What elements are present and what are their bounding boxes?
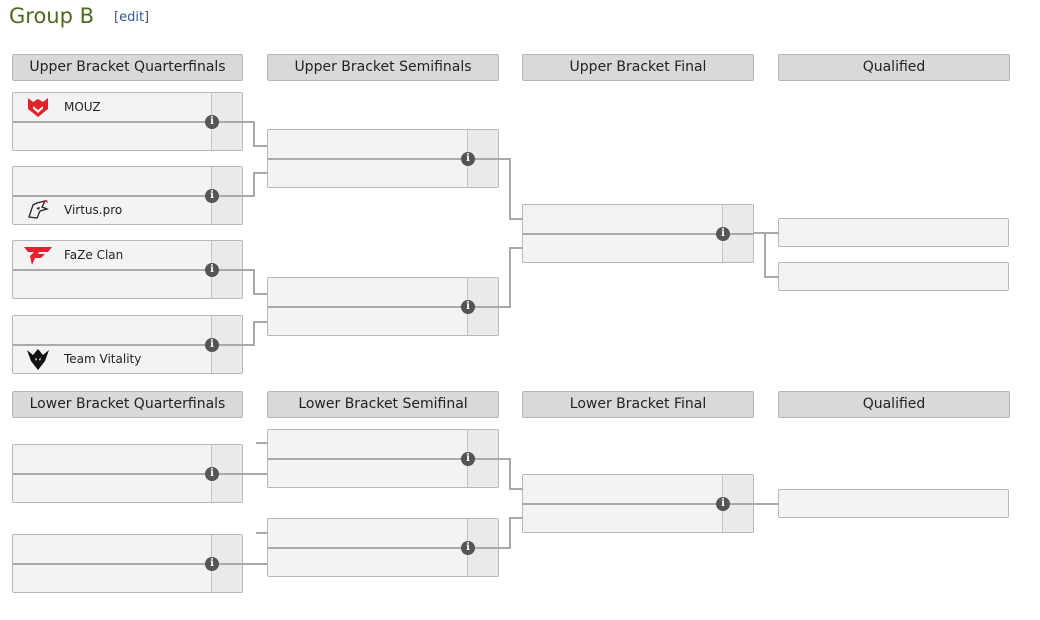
lower-qualified-slot: [778, 489, 1009, 518]
connector-line: [498, 306, 510, 308]
match-divider: [523, 233, 753, 235]
info-icon[interactable]: i: [716, 227, 730, 241]
header-upper-final: Upper Bracket Final: [522, 54, 754, 81]
connector-line: [253, 121, 255, 146]
connector-line: [498, 458, 510, 460]
match-divider: [268, 458, 498, 460]
upper-sf-match-2[interactable]: i: [267, 277, 499, 336]
info-icon[interactable]: i: [716, 497, 730, 511]
info-icon[interactable]: i: [461, 300, 475, 314]
header-upper-semifinals: Upper Bracket Semifinals: [267, 54, 499, 81]
connector-line: [753, 232, 779, 234]
faze-clan-logo: [23, 244, 53, 266]
lower-sf-match-2[interactable]: i: [267, 518, 499, 577]
connector-line: [498, 547, 510, 549]
match-divider: [268, 158, 498, 160]
info-icon[interactable]: i: [205, 115, 219, 129]
connector-line: [509, 488, 523, 490]
team-name: FaZe Clan: [64, 248, 124, 262]
team-slot[interactable]: Virtus.pro: [23, 198, 208, 222]
virtus-pro-logo: [23, 199, 53, 221]
team-name: MOUZ: [64, 100, 101, 114]
header-lower-semifinal: Lower Bracket Semifinal: [267, 391, 499, 418]
info-icon[interactable]: i: [205, 263, 219, 277]
info-icon[interactable]: i: [205, 467, 219, 481]
upper-final-match[interactable]: i: [522, 204, 754, 263]
match-divider: [13, 344, 242, 346]
connector-line: [253, 321, 268, 323]
match-divider: [13, 121, 242, 123]
info-icon[interactable]: i: [205, 338, 219, 352]
header-upper-qualified: Qualified: [778, 54, 1010, 81]
connector-line: [256, 442, 268, 444]
connector-line: [256, 532, 268, 534]
connector-line: [242, 563, 268, 565]
upper-qualified-slot-1: [778, 218, 1009, 247]
match-divider: [268, 306, 498, 308]
lower-final-match[interactable]: i: [522, 474, 754, 533]
mouz-logo: [23, 96, 53, 118]
edit-link[interactable]: edit: [119, 10, 145, 25]
connector-line: [253, 145, 268, 147]
header-lower-quarterfinals: Lower Bracket Quarterfinals: [12, 391, 243, 418]
upper-qf-match-3[interactable]: FaZe Clan i: [12, 240, 243, 299]
header-upper-quarterfinals: Upper Bracket Quarterfinals: [12, 54, 243, 81]
upper-sf-match-1[interactable]: i: [267, 129, 499, 188]
team-slot[interactable]: FaZe Clan: [23, 243, 208, 267]
match-divider: [13, 269, 242, 271]
connector-line: [253, 321, 255, 346]
connector-line: [509, 247, 523, 249]
connector-line: [764, 232, 766, 277]
lower-qf-match-2[interactable]: i: [12, 534, 243, 593]
upper-qf-match-1[interactable]: MOUZ i: [12, 92, 243, 151]
connector-line: [764, 276, 779, 278]
info-icon[interactable]: i: [461, 452, 475, 466]
connector-line: [509, 458, 511, 489]
match-divider: [13, 473, 242, 475]
connector-line: [498, 158, 510, 160]
lower-qf-match-1[interactable]: i: [12, 444, 243, 503]
header-lower-final: Lower Bracket Final: [522, 391, 754, 418]
match-divider: [268, 547, 498, 549]
edit-bracket-open: [: [114, 10, 120, 25]
connector-line: [242, 195, 254, 197]
edit-link-wrapper: [edit]: [114, 10, 149, 25]
upper-qf-match-2[interactable]: Virtus.pro i: [12, 166, 243, 225]
team-vitality-logo: [23, 348, 53, 370]
connector-line: [253, 172, 268, 174]
connector-line: [753, 503, 779, 505]
info-icon[interactable]: i: [205, 557, 219, 571]
lower-sf-match-1[interactable]: i: [267, 429, 499, 488]
connector-line: [242, 269, 254, 271]
connector-line: [242, 121, 254, 123]
info-icon[interactable]: i: [205, 189, 219, 203]
connector-line: [509, 517, 523, 519]
connector-line: [242, 344, 254, 346]
header-lower-qualified: Qualified: [778, 391, 1010, 418]
info-icon[interactable]: i: [461, 152, 475, 166]
connector-line: [253, 269, 255, 294]
connector-line: [253, 172, 255, 197]
connector-line: [509, 158, 511, 220]
match-divider: [523, 503, 753, 505]
team-slot[interactable]: Team Vitality: [23, 347, 208, 371]
upper-qualified-slot-2: [778, 262, 1009, 291]
team-slot[interactable]: MOUZ: [23, 95, 208, 119]
connector-line: [253, 293, 268, 295]
match-divider: [13, 195, 242, 197]
edit-bracket-close: ]: [144, 10, 150, 25]
upper-qf-match-4[interactable]: Team Vitality i: [12, 315, 243, 374]
team-name: Team Vitality: [64, 352, 142, 366]
info-icon[interactable]: i: [461, 541, 475, 555]
connector-line: [509, 218, 523, 220]
match-divider: [13, 563, 242, 565]
connector-line: [509, 517, 511, 549]
team-name: Virtus.pro: [64, 203, 123, 217]
connector-line: [509, 247, 511, 308]
group-title: Group B: [9, 4, 95, 28]
connector-line: [242, 473, 268, 475]
